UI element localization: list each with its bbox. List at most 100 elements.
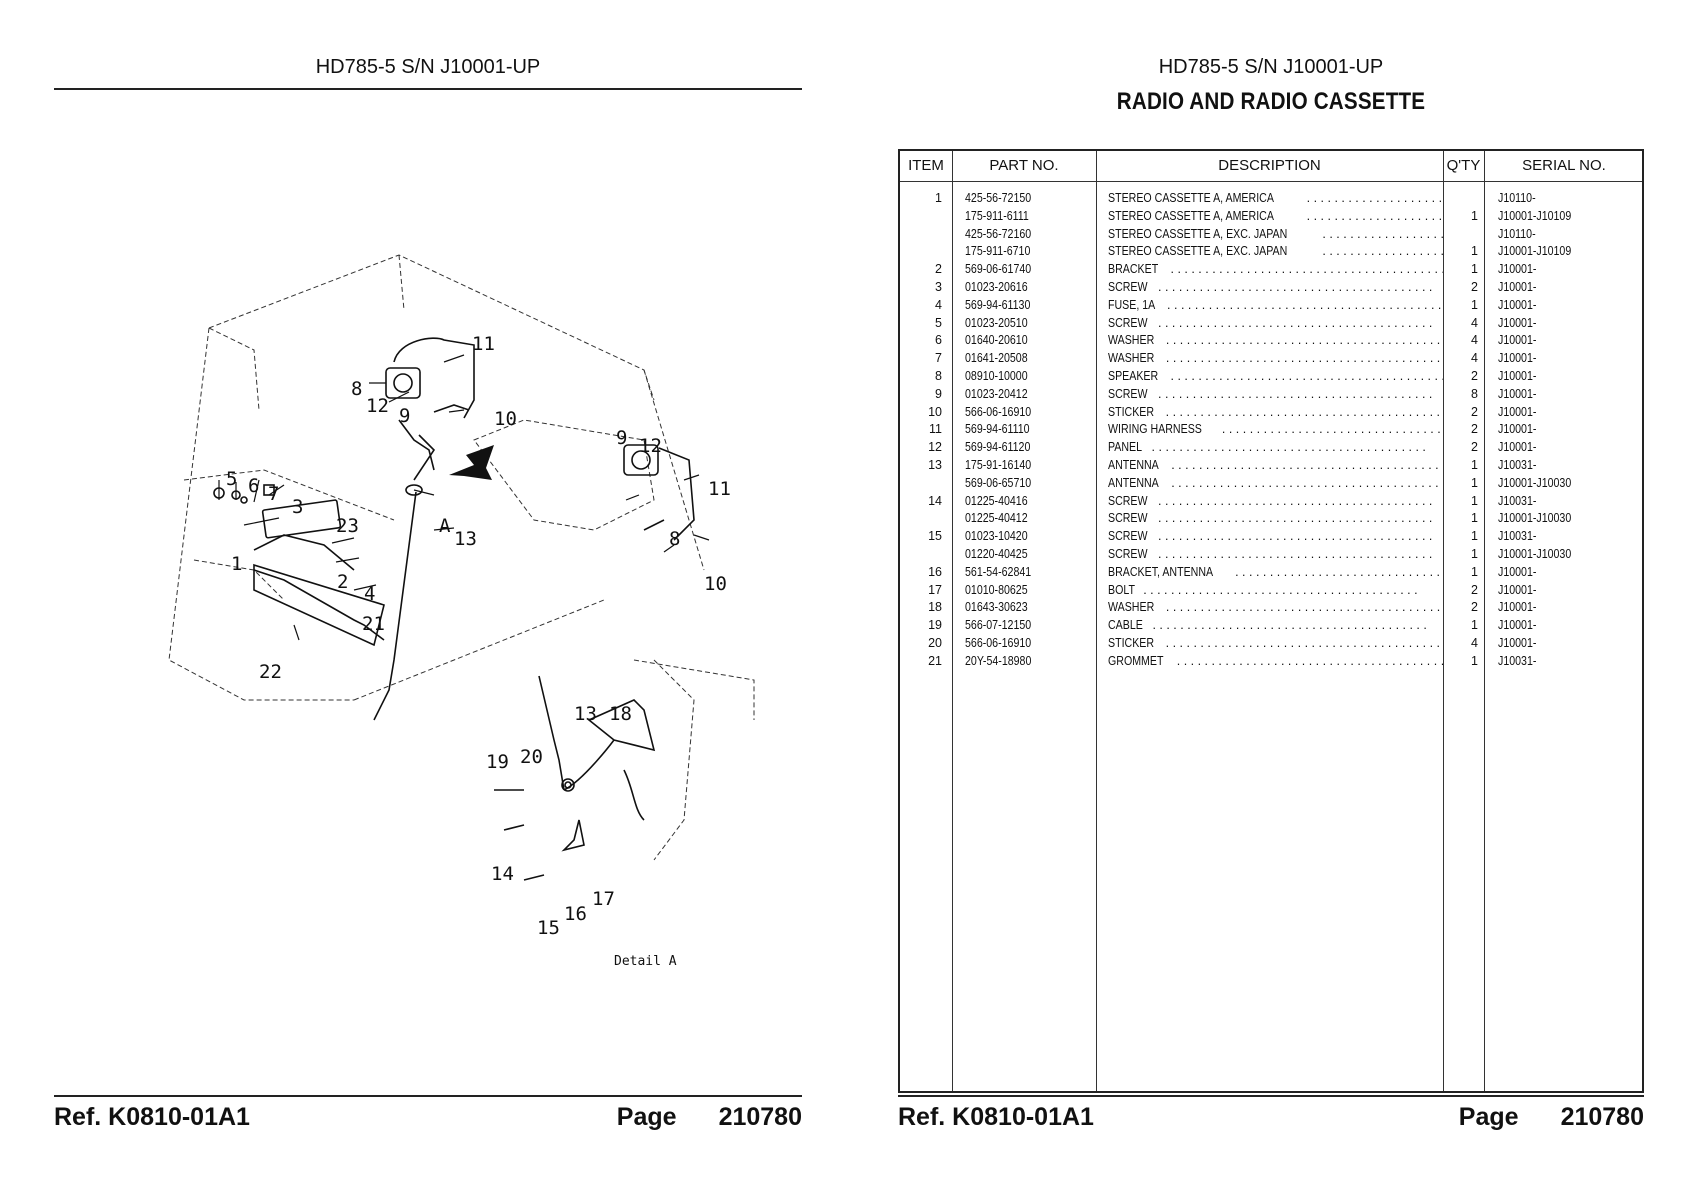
serial-number-cell: J10001- (1498, 279, 1537, 294)
item-cell: 13 (928, 457, 942, 472)
table-row: 425-56-72160 STEREO CASSETTE A, EXC. JAPA… (900, 227, 1642, 245)
description-cell: FUSE, 1A . . . . . . . . . . . . . . . .… (1108, 298, 1443, 312)
detail-a-label: Detail A (614, 954, 677, 969)
callout-12-right: 12 (639, 435, 662, 457)
part-number-cell: 01641-20508 (965, 351, 1028, 366)
description-text: SPEAKER (1108, 368, 1159, 383)
item-cell: 17 (928, 582, 942, 597)
table-row: 7 01641-20508 WASHER . . . . . . . . . . .… (900, 351, 1642, 369)
quantity-cell: 4 (1471, 315, 1478, 330)
leader-dots: . . . . . . . . . . . . . . . . . . . . … (1148, 440, 1426, 455)
part-number-cell: 01220-40425 (965, 546, 1028, 561)
callout-11-right: 11 (708, 478, 731, 500)
item-cell: 10 (928, 404, 942, 419)
description-cell: STEREO CASSETTE A, AMERICA . . . . . . .… (1108, 209, 1443, 223)
part-number-cell: 01023-20510 (965, 315, 1028, 330)
description-cell: CABLE . . . . . . . . . . . . . . . . . … (1108, 618, 1443, 632)
description-cell: GROMMET . . . . . . . . . . . . . . . . … (1108, 654, 1443, 668)
serial-number-cell: J10001- (1498, 333, 1537, 348)
callout-4: 4 (364, 583, 375, 605)
quantity-cell: 1 (1471, 457, 1478, 472)
description-cell: STEREO CASSETTE A, EXC. JAPAN . . . . . … (1108, 244, 1443, 258)
callout-1: 1 (231, 553, 242, 575)
callout-14: 14 (491, 863, 514, 885)
description-cell: WASHER . . . . . . . . . . . . . . . . .… (1108, 333, 1443, 347)
part-number-cell: 425-56-72160 (965, 226, 1032, 241)
quantity-cell: 2 (1471, 422, 1478, 437)
quantity-cell: 1 (1471, 529, 1478, 544)
callout-9: 9 (399, 405, 410, 427)
quantity-cell: 4 (1471, 333, 1478, 348)
callout-23: 23 (336, 515, 359, 537)
part-number-cell: 01010-80625 (965, 582, 1028, 597)
quantity-cell: 2 (1471, 582, 1478, 597)
right-page: HD785-5 S/N J10001-UP RADIO AND RADIO CA… (898, 0, 1644, 1190)
leader-dots: . . . . . . . . . . . . . . . . . . . . … (1306, 208, 1443, 223)
callout-19: 19 (486, 751, 509, 773)
leader-dots: . . . . . . . . . . . . . . . . . . . . … (1162, 404, 1441, 419)
item-cell: 2 (935, 262, 942, 277)
right-header: HD785-5 S/N J10001-UP (1158, 56, 1384, 78)
serial-number-cell: J10031- (1498, 457, 1537, 472)
item-cell: 18 (928, 600, 942, 615)
part-number-cell: 08910-10000 (965, 368, 1028, 383)
description-cell: SCREW . . . . . . . . . . . . . . . . . … (1108, 529, 1443, 543)
item-cell: 14 (928, 493, 942, 508)
leader-dots: . . . . . . . . . . . . . . . . . . . . … (1235, 564, 1443, 579)
item-cell: 7 (935, 351, 942, 366)
description-cell: SCREW . . . . . . . . . . . . . . . . . … (1108, 511, 1443, 525)
quantity-cell: 2 (1471, 279, 1478, 294)
description-text: SCREW (1108, 529, 1148, 544)
quantity-cell: 1 (1471, 546, 1478, 561)
callout-17: 17 (592, 888, 615, 910)
left-footer-rule (54, 1095, 802, 1097)
callout-8-right: 8 (669, 528, 680, 550)
description-cell: SCREW . . . . . . . . . . . . . . . . . … (1108, 547, 1443, 561)
serial-number-cell: J10031- (1498, 493, 1537, 508)
leader-dots: . . . . . . . . . . . . . . . . . . . . … (1162, 600, 1441, 615)
part-number-cell: 175-911-6710 (965, 244, 1031, 259)
leader-dots: . . . . . . . . . . . . . . . . . . . . … (1167, 457, 1443, 472)
part-number-cell: 566-06-16910 (965, 404, 1032, 419)
leader-dots: . . . . . . . . . . . . . . . . . . . . … (1154, 315, 1433, 330)
callout-9-right: 9 (616, 427, 627, 449)
serial-number-cell: J10110- (1498, 226, 1536, 241)
item-cell: 21 (928, 653, 942, 668)
description-text: SCREW (1108, 546, 1148, 561)
part-number-cell: 175-911-6111 (965, 208, 1029, 223)
leader-dots: . . . . . . . . . . . . . . . . . . . . … (1167, 262, 1443, 277)
callout-3: 3 (292, 496, 303, 518)
serial-number-cell: J10001- (1498, 262, 1537, 277)
serial-number-cell: J10001- (1498, 386, 1537, 401)
part-number-cell: 566-06-16910 (965, 635, 1032, 650)
description-cell: SCREW . . . . . . . . . . . . . . . . . … (1108, 387, 1443, 401)
part-number-cell: 425-56-72150 (965, 191, 1032, 205)
right-footer-page-label: Page (1458, 1103, 1519, 1131)
callout-13-detail: 13 (574, 703, 597, 725)
serial-number-cell: J10031- (1498, 653, 1537, 668)
leader-dots: . . . . . . . . . . . . . . . . . . . . … (1154, 529, 1433, 544)
cab-outline (168, 254, 755, 861)
component-drawing (213, 337, 695, 881)
item-cell: 16 (928, 564, 942, 579)
part-number-cell: 569-06-65710 (965, 475, 1032, 490)
callout-10: 10 (494, 408, 517, 430)
description-cell: PANEL . . . . . . . . . . . . . . . . . … (1108, 440, 1443, 454)
description-cell: WASHER . . . . . . . . . . . . . . . . .… (1108, 351, 1443, 365)
description-cell: STEREO CASSETTE A, EXC. JAPAN . . . . . … (1108, 227, 1443, 241)
part-number-cell: 569-94-61130 (965, 297, 1031, 312)
serial-number-cell: J10001- (1498, 618, 1537, 633)
quantity-cell: 1 (1471, 208, 1478, 223)
parts-table: ITEM PART NO. DESCRIPTION Q'TY SERIAL NO… (898, 149, 1644, 1093)
